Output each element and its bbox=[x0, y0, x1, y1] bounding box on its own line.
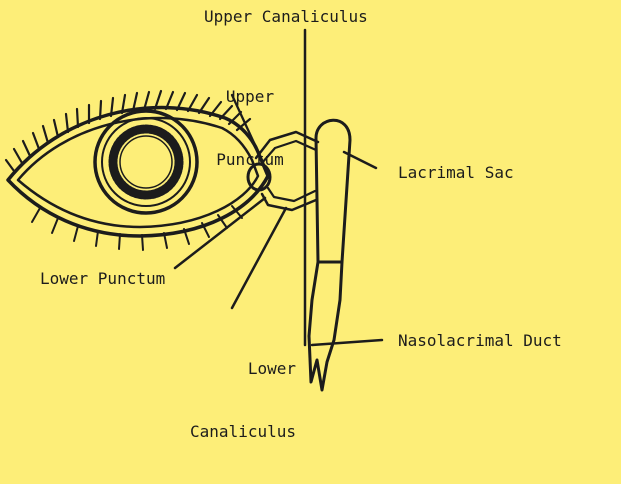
label-upper-punctum: Upper Punctum bbox=[196, 44, 304, 212]
label-lacrimal-sac: Lacrimal Sac bbox=[398, 162, 514, 183]
pupil-ring bbox=[113, 129, 179, 195]
pupil-edge bbox=[120, 136, 172, 188]
label-upper-punctum-line-1: Upper bbox=[196, 86, 304, 107]
label-lower-canaliculus: Lower Canaliculus bbox=[150, 316, 296, 484]
label-upper-punctum-line-2: Punctum bbox=[196, 149, 304, 170]
lacrimal-diagram: Upper Canaliculus Upper Punctum Lacrimal… bbox=[0, 0, 621, 393]
label-lower-canaliculus-line-1: Lower bbox=[150, 358, 296, 379]
lacrimal-sac bbox=[316, 120, 350, 262]
label-lower-canaliculus-line-2: Canaliculus bbox=[150, 421, 296, 442]
leader-lower-canaliculus bbox=[232, 208, 286, 308]
label-nasolacrimal-duct: Nasolacrimal Duct bbox=[398, 330, 562, 351]
nasolacrimal-duct bbox=[309, 262, 342, 390]
label-lower-punctum: Lower Punctum bbox=[40, 268, 165, 289]
leader-nasolacrimal-duct bbox=[312, 340, 382, 345]
label-upper-canaliculus: Upper Canaliculus bbox=[204, 6, 368, 27]
